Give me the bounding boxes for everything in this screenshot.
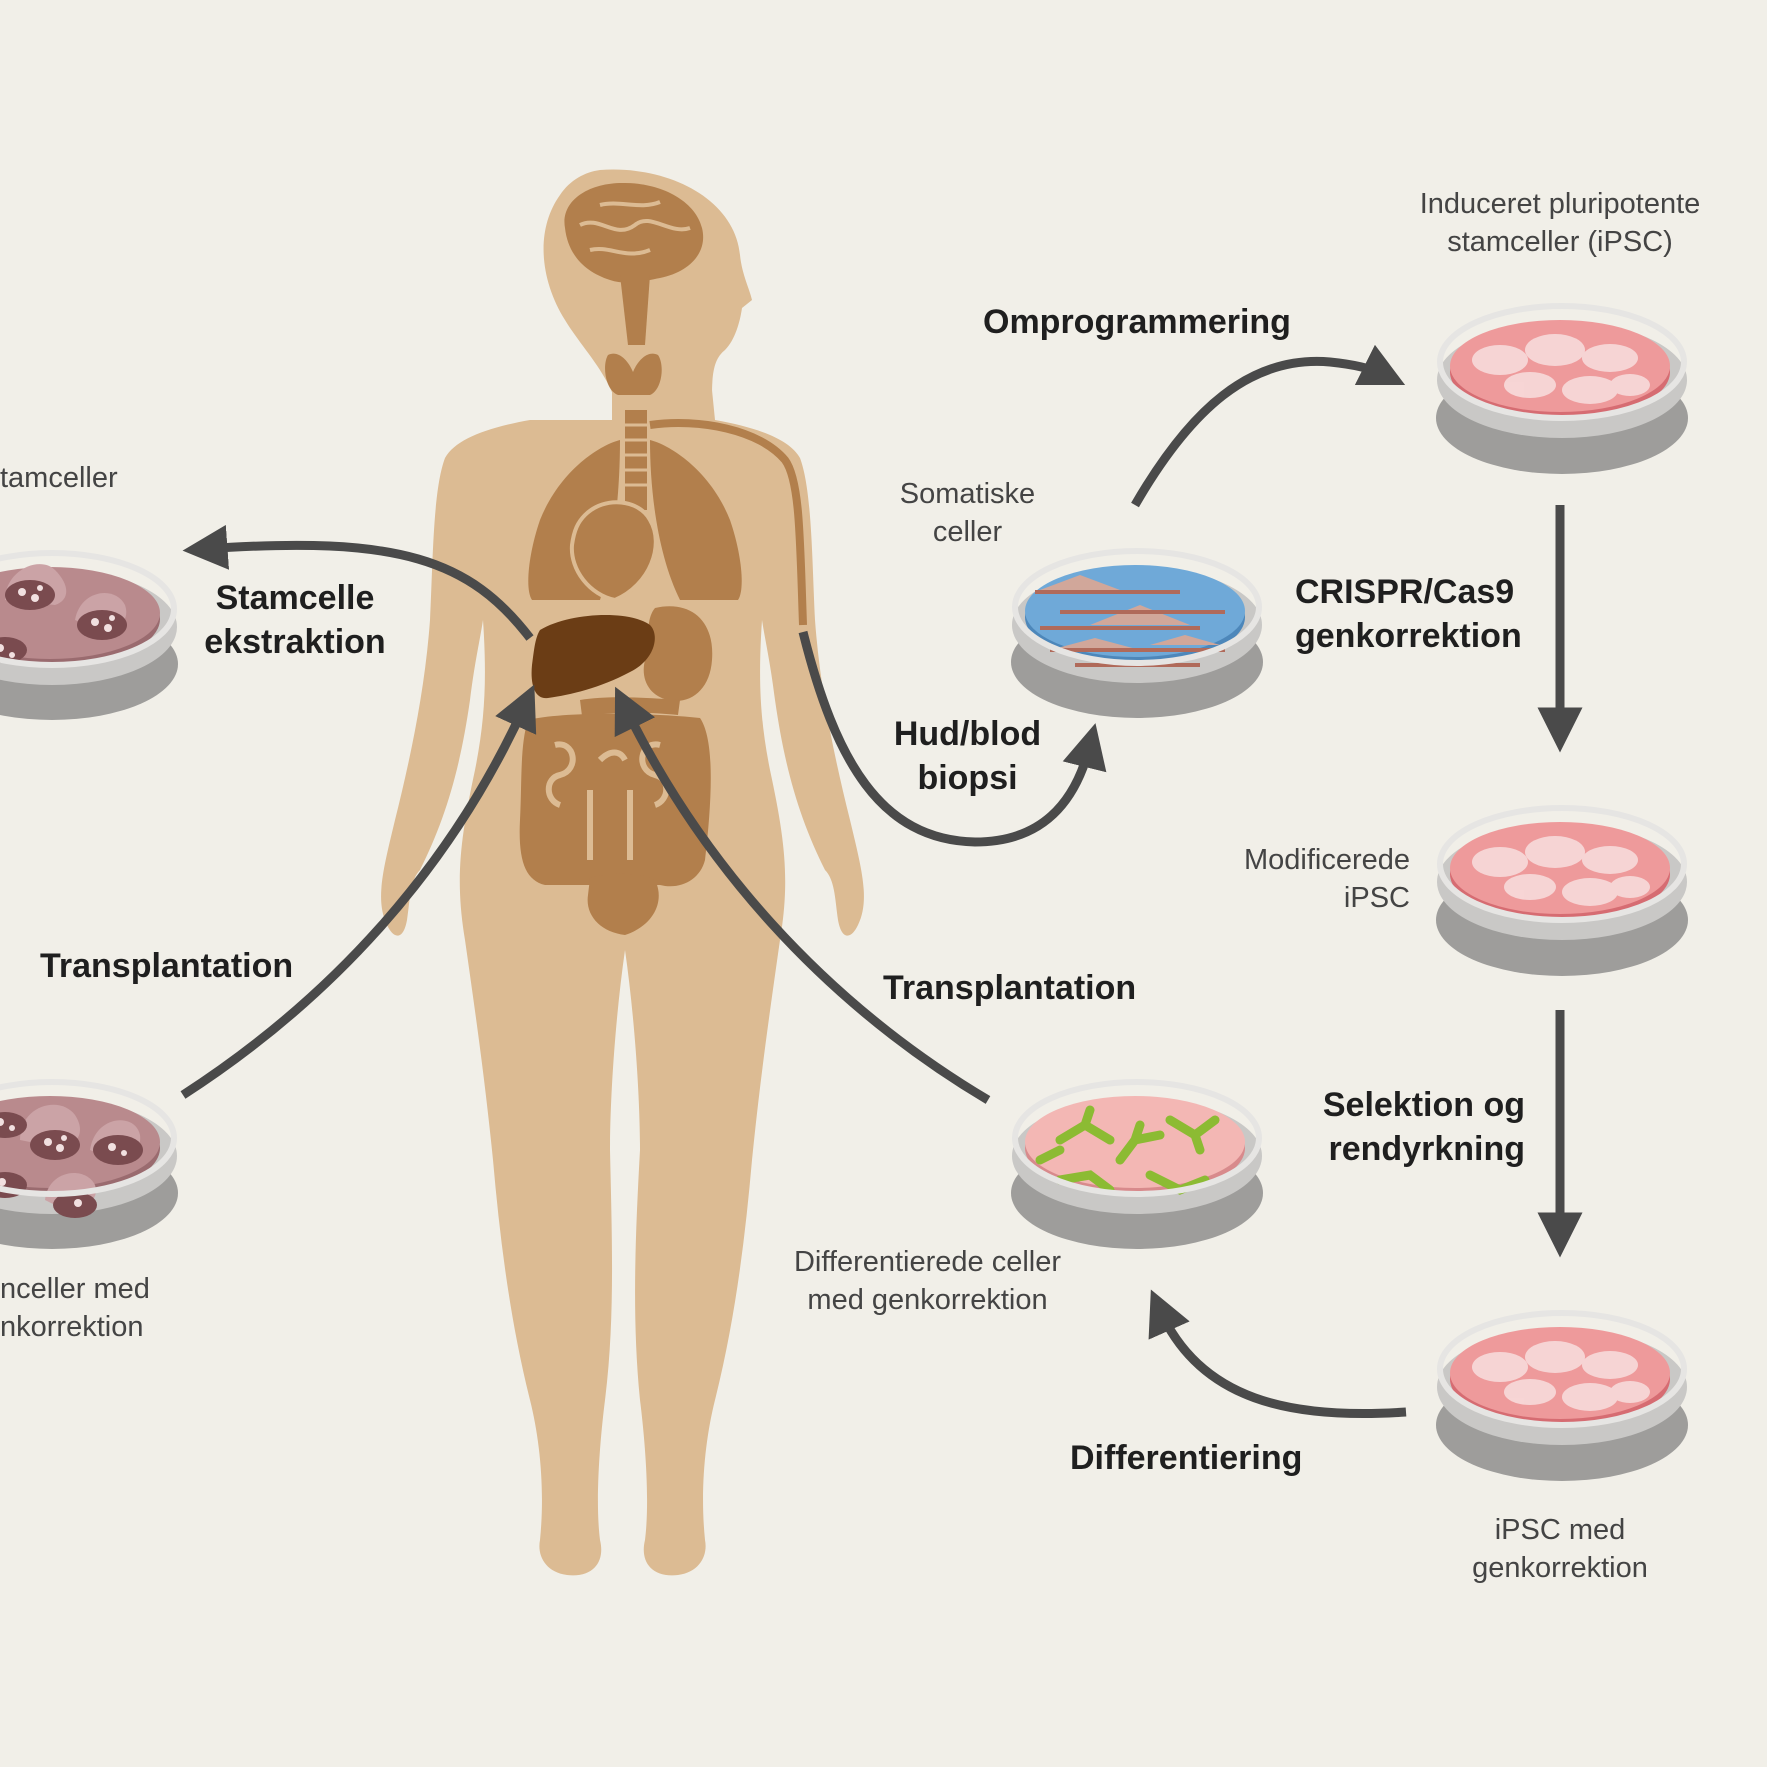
label-somatiske-celler: Somatiske celler bbox=[880, 476, 1055, 551]
label-line: iPSC med bbox=[1494, 1514, 1626, 1546]
brainstem bbox=[620, 275, 650, 345]
label-line: Stamcelle bbox=[215, 579, 375, 617]
label-stamcelle-ekstraktion: Stamcelle ekstraktion bbox=[200, 576, 390, 664]
arrow-stamcelle-ekstraktion bbox=[182, 524, 534, 641]
arrow-transplantation-mid bbox=[614, 686, 991, 1104]
label-selektion: Selektion og rendyrkning bbox=[1240, 1083, 1525, 1171]
arrow-hud-blod-biopsi bbox=[798, 630, 1107, 847]
dish-stamceller-top bbox=[0, 550, 178, 720]
dish-stamceller-bottom bbox=[0, 1079, 178, 1249]
label-crispr: CRISPR/Cas9 genkorrektion bbox=[1295, 570, 1522, 658]
thyroid bbox=[605, 353, 662, 395]
label-ipsc-med-genkorrektion: iPSC med genkorrektion bbox=[1430, 1512, 1690, 1587]
label-line: biopsi bbox=[917, 759, 1018, 798]
blood-vessel bbox=[649, 419, 807, 626]
label-line: Selektion og bbox=[1322, 1086, 1525, 1124]
human-figure bbox=[381, 169, 864, 1576]
label-differentiering: Differentiering bbox=[1070, 1439, 1303, 1477]
label-line: CRISPR/Cas9 bbox=[1295, 573, 1515, 611]
label-line: Somatiske bbox=[899, 478, 1036, 510]
arrow-transplantation-left bbox=[180, 684, 537, 1099]
label-line: nceller med bbox=[0, 1273, 150, 1305]
dish-differentierede-celler bbox=[1011, 1079, 1263, 1249]
label-line: iPSC bbox=[1343, 881, 1410, 914]
label-transplantation-left: Transplantation bbox=[40, 947, 294, 985]
dish-somatiske-celler bbox=[1011, 548, 1263, 718]
label-stamceller-bottom: nceller med nkorrektion bbox=[0, 1271, 150, 1346]
liver bbox=[531, 614, 655, 699]
label-line: rendyrkning bbox=[1328, 1130, 1525, 1169]
label-line: Differentierede celler bbox=[793, 1246, 1062, 1278]
brain bbox=[564, 182, 704, 283]
label-line: nkorrektion bbox=[0, 1310, 144, 1343]
label-line: genkorrektion bbox=[1472, 1551, 1648, 1584]
label-modificerede-ipsc: Modificerede iPSC bbox=[1180, 842, 1410, 917]
intestines bbox=[519, 713, 711, 887]
label-line: genkorrektion bbox=[1295, 617, 1522, 656]
label-omprogrammering: Omprogrammering bbox=[983, 303, 1291, 341]
label-differentierede-celler: Differentierede celler med genkorrektion bbox=[760, 1244, 1095, 1319]
label-transplantation-mid: Transplantation bbox=[883, 969, 1137, 1007]
right-lung bbox=[650, 440, 742, 600]
arrow-omprogrammering bbox=[1131, 344, 1406, 508]
dish-ipsc-top bbox=[1436, 303, 1688, 474]
label-line: stamceller (iPSC) bbox=[1447, 225, 1673, 258]
arrow-differentiering bbox=[1148, 1289, 1407, 1419]
label-line: ekstraktion bbox=[204, 623, 386, 662]
dish-modificerede-ipsc bbox=[1436, 805, 1688, 976]
label-line: celler bbox=[932, 515, 1003, 548]
stomach bbox=[643, 606, 713, 701]
label-line: Hud/blod bbox=[893, 715, 1042, 753]
label-hud-blod-biopsi: Hud/blod biopsi bbox=[875, 712, 1060, 800]
dish-ipsc-genkorrektion bbox=[1436, 1310, 1688, 1481]
heart bbox=[569, 500, 658, 603]
label-induceret-ipsc: Induceret pluripotente stamceller (iPSC) bbox=[1390, 186, 1730, 261]
label-line: med genkorrektion bbox=[807, 1283, 1048, 1316]
label-line: Induceret pluripotente bbox=[1419, 188, 1701, 220]
label-line: Modificerede bbox=[1243, 844, 1410, 876]
bladder bbox=[587, 873, 659, 935]
label-stamceller-top: tamceller bbox=[0, 462, 118, 494]
